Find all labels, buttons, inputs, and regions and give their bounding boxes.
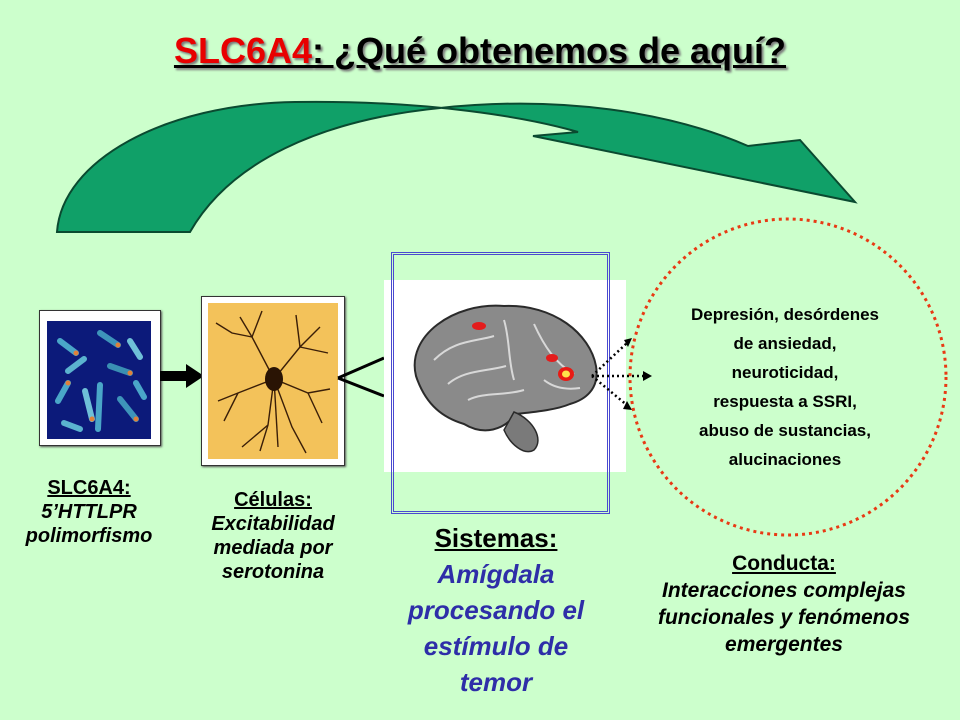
title-rest: : ¿Qué obtenemos de aquí? [312,30,787,71]
systems-caption-line: Amígdala [437,559,555,589]
dotted-arrows [591,338,652,410]
connector-lines [337,356,385,398]
systems-frame [391,252,610,514]
cells-caption-line: Excitabilidad [211,513,335,535]
outcome-line: neuroticidad, [731,363,839,382]
outcome-line: Depresión, desórdenes [690,305,879,324]
right-arrow-icon [160,364,204,388]
chromosome-image-frame [39,310,161,446]
cells-caption-head: Células: [234,489,312,511]
brain-fmri-icon [413,304,598,453]
cells-caption-line: serotonina [221,561,325,583]
cells-caption: Células: Excitabilidad mediada por serot… [178,488,368,584]
neuron-image-frame [201,296,345,466]
gene-caption: SLC6A4: 5’HTTLPR polimorfismo [0,476,178,548]
gene-caption-line: 5’HTTLPR [41,501,137,523]
title-highlight: SLC6A4 [173,30,312,71]
behavior-caption-line: emergentes [725,633,843,656]
systems-caption-head: Sistemas: [434,523,558,553]
systems-caption: Sistemas: Amígdala procesando el estímul… [368,520,624,700]
outcomes-text: Depresión, desórdenes de ansiedad, neuro… [640,300,930,474]
gene-caption-line: polimorfismo [25,525,153,547]
slide-title: SLC6A4: ¿Qué obtenemos de aquí? [0,30,960,72]
chromosome-icon [47,321,151,439]
outcome-line: alucinaciones [728,450,842,469]
systems-caption-line: estímulo de [423,631,569,661]
outcome-circle [628,217,948,537]
neuron-icon [208,303,338,459]
behavior-caption-head: Conducta: [732,552,836,575]
outcome-line: abuso de sustancias, [699,421,871,440]
outcome-line: respuesta a SSRI, [713,392,857,411]
behavior-caption-line: Interacciones complejas [662,579,906,602]
cells-caption-line: mediada por [213,537,333,559]
systems-caption-line: procesando el [407,595,585,625]
behavior-caption-line: funcionales y fenómenos [657,606,911,629]
outcome-line: de ansiedad, [733,334,837,353]
behavior-caption: Conducta: Interacciones complejas funcio… [612,550,956,658]
gene-caption-head: SLC6A4: [47,477,131,499]
systems-caption-line: temor [459,667,533,697]
